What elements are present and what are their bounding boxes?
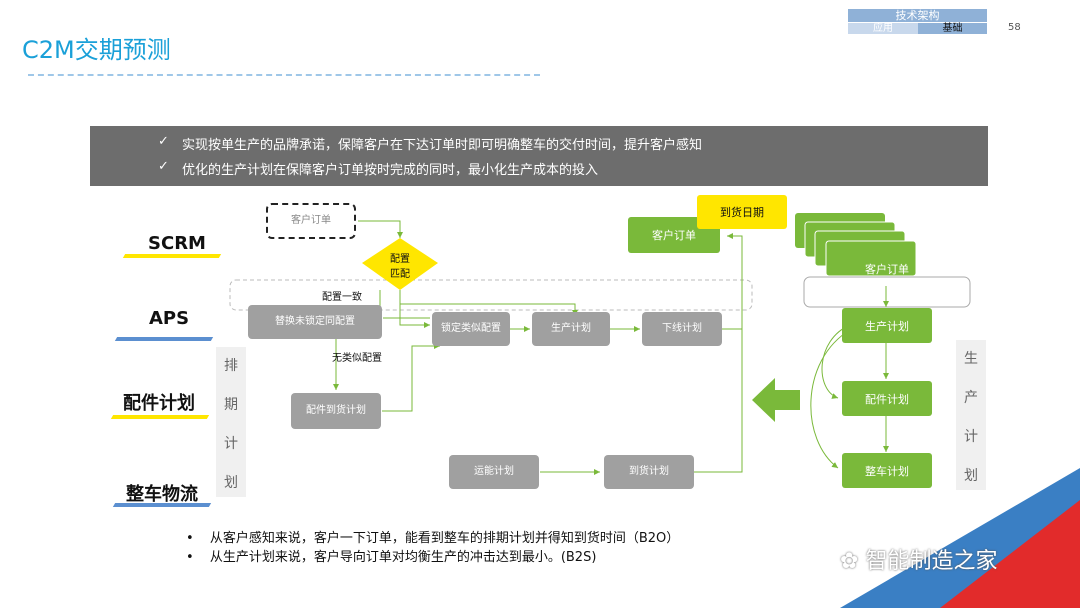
right-production-plan: 生产计划 — [842, 308, 932, 343]
lane-underline — [112, 503, 212, 507]
nav-tab-tech-architecture[interactable]: 技术架构 — [848, 9, 987, 22]
customer-order-dashed: 客户订单 — [266, 203, 356, 239]
arrival-date-box: 到货日期 — [697, 195, 787, 229]
lane-label-parts: 配件计划 — [123, 393, 195, 414]
nav-tab-foundation[interactable]: 基础 — [918, 23, 987, 34]
bullet-icon: • — [186, 550, 194, 565]
wechat-icon: ✿ — [840, 549, 859, 574]
note-item: • 从生产计划来说，客户导向订单对均衡生产的冲击达到最小。(B2S) — [186, 550, 597, 565]
config-match-diamond — [362, 238, 438, 290]
config-consistent-label: 配置一致 — [322, 292, 362, 303]
lane-underline — [110, 415, 210, 419]
lane-label-logistics: 整车物流 — [126, 484, 198, 505]
lock-similar-box: 锁定类似配置 — [432, 312, 510, 346]
left-arrow-icon — [752, 378, 800, 422]
right-vehicle-plan: 整车计划 — [842, 453, 932, 488]
summary-banner: ✓ 实现按单生产的品牌承诺，保障客户在下达订单时即可明确整车的交付时间，提升客户… — [90, 126, 988, 186]
right-customer-order: 客户订单 — [865, 262, 909, 276]
lane-label-aps: APS — [148, 308, 190, 329]
production-plan-label: 生 产 计 划 — [956, 340, 986, 490]
check-icon: ✓ — [158, 134, 169, 149]
transport-capacity-box: 运能计划 — [449, 455, 539, 489]
replace-unlocked-box: 替换未锁定同配置 — [248, 305, 382, 339]
check-icon: ✓ — [158, 159, 169, 174]
page-title: C2M交期预测 — [22, 36, 171, 64]
parts-arrival-box: 配件到货计划 — [291, 393, 381, 429]
no-similar-config-label: 无类似配置 — [332, 353, 382, 364]
lane-label-scrm: SCRM — [148, 233, 206, 254]
watermark: ✿ 智能制造之家 — [840, 549, 998, 574]
banner-item: ✓ 实现按单生产的品牌承诺，保障客户在下达订单时即可明确整车的交付时间，提升客户… — [158, 134, 703, 153]
bullet-icon: • — [186, 531, 194, 546]
banner-item: ✓ 优化的生产计划在保障客户订单按时完成的同时，最小化生产成本的投入 — [158, 159, 599, 178]
lane-underline — [122, 254, 222, 258]
offline-plan-box: 下线计划 — [642, 312, 722, 346]
page-number: 58 — [1008, 22, 1021, 33]
note-item: • 从客户感知来说，客户一下订单，能看到整车的排期计划并得知到货时间（B2O） — [186, 531, 680, 546]
title-divider — [28, 74, 540, 76]
config-match-label: 配置 匹配 — [390, 254, 410, 280]
lane-underline — [114, 337, 214, 341]
arrival-plan-box: 到货计划 — [604, 455, 694, 489]
schedule-plan-label: 排 期 计 划 — [216, 347, 246, 497]
nav-tab-application[interactable]: 应用 — [848, 23, 918, 34]
aps-region — [229, 279, 753, 311]
right-parts-plan: 配件计划 — [842, 381, 932, 416]
production-plan-box: 生产计划 — [532, 312, 610, 346]
